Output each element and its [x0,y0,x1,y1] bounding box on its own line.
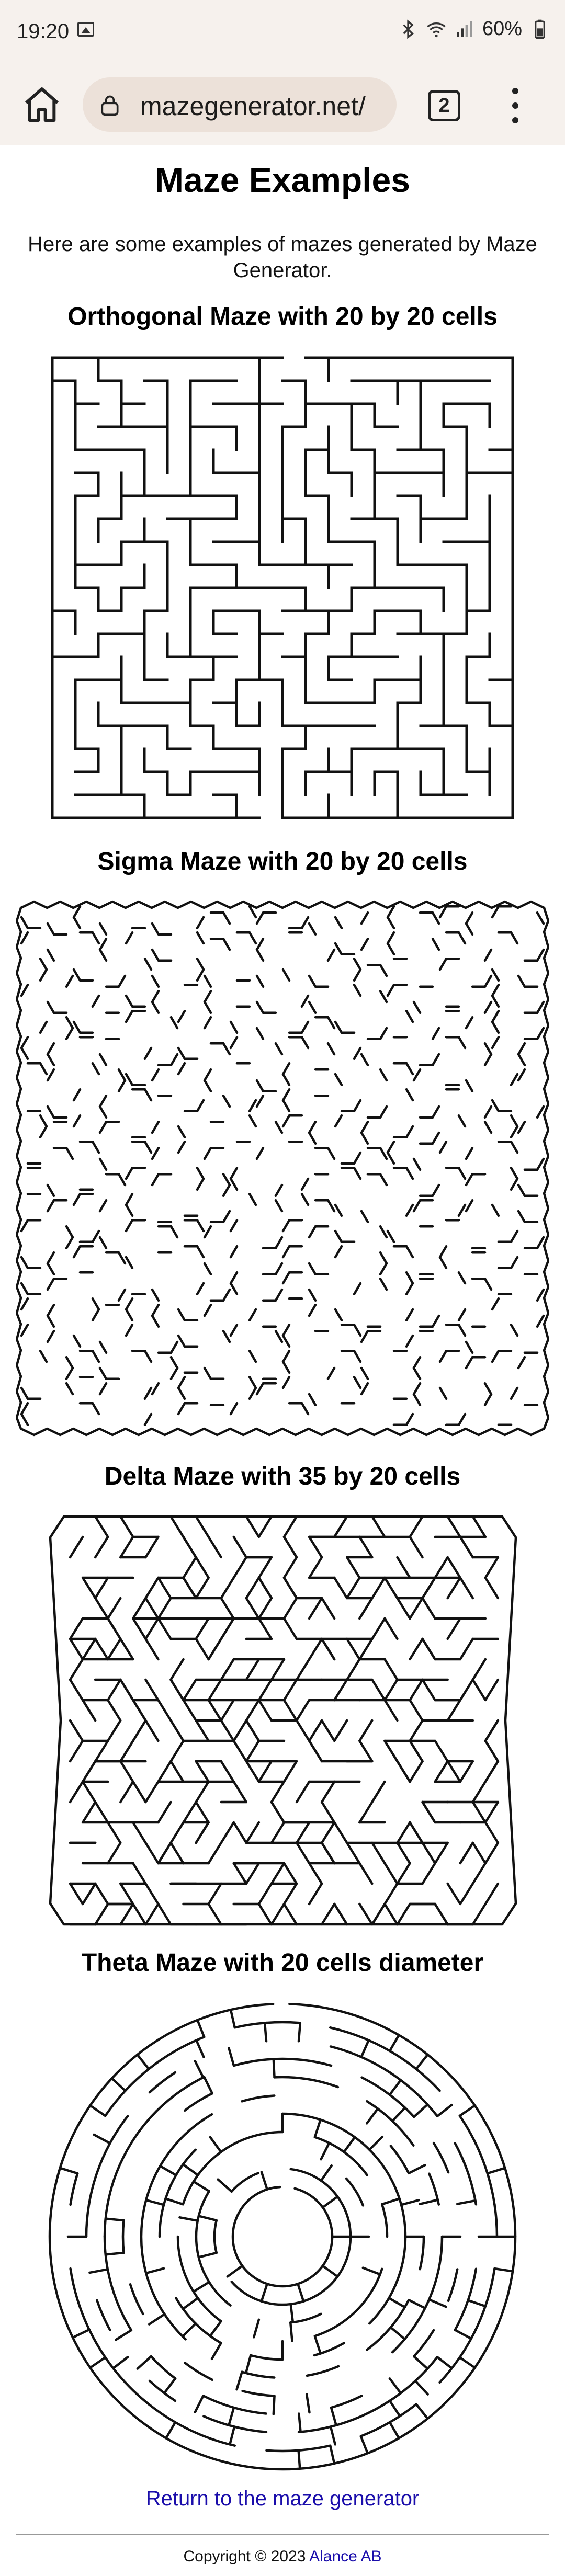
orthogonal-maze-image [51,356,514,819]
return-to-generator-link[interactable]: Return to the maze generator [145,2487,420,2510]
theta-maze-image [48,2002,517,2471]
status-time: 19:20 [17,20,70,43]
url-text: mazegenerator.net/ [140,92,366,121]
sigma-maze-heading: Sigma Maze with 20 by 20 cells [97,848,468,875]
battery-icon [535,19,545,39]
status-indicators: 60% [398,18,550,40]
tab-switcher-button[interactable]: 2 [428,90,460,121]
copyright-text: Copyright © 2023 [183,2548,306,2565]
address-bar[interactable]: mazegenerator.net/ [83,77,397,132]
more-options-icon[interactable] [507,86,523,126]
home-icon[interactable] [21,84,63,126]
delta-maze-heading: Delta Maze with 35 by 20 cells [104,1463,461,1490]
status-bar: 19:20 60% [0,0,565,62]
delta-maze-image [49,1515,517,1926]
bluetooth-icon [403,19,414,39]
battery-level: 60% [482,18,522,40]
browser-toolbar: mazegenerator.net/ 2 [0,62,565,145]
intro-text: Here are some examples of mazes generate… [28,233,537,282]
signal-icon [456,21,472,37]
orthogonal-maze-heading: Orthogonal Maze with 20 by 20 cells [67,303,498,330]
gallery-notification-icon [77,22,94,37]
wifi-icon [427,22,446,37]
company-link[interactable]: Alance AB [309,2548,382,2565]
copyright: Copyright © 2023 Alance AB [0,2548,565,2566]
footer-divider [16,2534,549,2535]
lock-icon [101,95,119,116]
sigma-maze-image [16,900,549,1437]
theta-maze-heading: Theta Maze with 20 cells diameter [81,1949,484,1977]
page-title: Maze Examples [155,161,410,199]
